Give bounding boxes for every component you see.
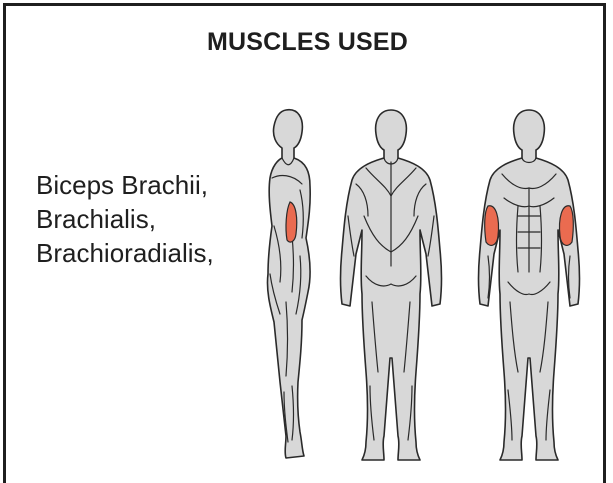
front-left-biceps-highlight [485,206,499,246]
muscle-item-brachialis: Brachialis, [36,202,214,236]
muscles-used-panel: MUSCLES USED Biceps Brachii, Brachialis,… [3,3,606,483]
side-view-figure [256,106,326,466]
front-view-figure [474,106,584,466]
side-view-body [267,110,310,458]
panel-title: MUSCLES USED [6,28,609,57]
back-view-body [341,110,442,460]
muscle-item-biceps: Biceps Brachii, [36,168,214,202]
front-view-body [479,110,580,460]
muscle-list: Biceps Brachii, Brachialis, Brachioradia… [36,168,214,270]
back-view-figure [336,106,446,466]
front-right-biceps-highlight [559,206,573,246]
side-biceps-highlight [286,202,297,242]
muscle-item-brachioradialis: Brachioradialis, [36,236,214,270]
